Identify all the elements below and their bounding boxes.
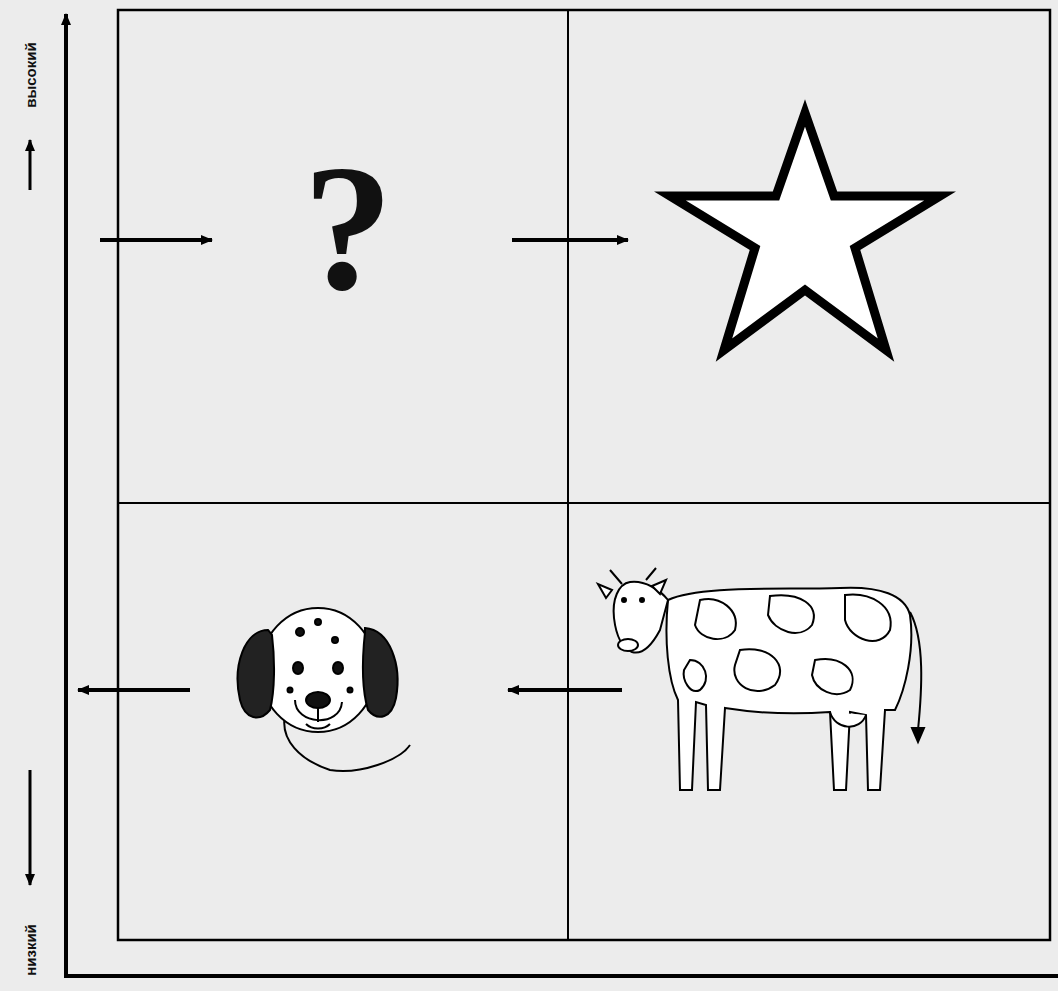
flow-arrow: [100, 238, 212, 242]
flow-arrow: [508, 688, 622, 692]
axis-label-high: высокий: [23, 42, 38, 108]
matrix-frame: [118, 10, 1050, 940]
y-axis: [64, 14, 68, 978]
cow-drawing: [598, 568, 924, 790]
question-mark-symbol: ?: [303, 138, 393, 318]
x-axis: [64, 974, 1058, 978]
down-arrow: [29, 770, 32, 885]
dog-drawing: [238, 608, 410, 771]
axis-label-low: низкий: [23, 924, 38, 976]
up-arrow: [29, 140, 32, 190]
flow-arrow: [78, 688, 190, 692]
star-symbol: [670, 113, 940, 350]
grid-line: [567, 10, 569, 940]
grid-line: [118, 502, 1050, 504]
flow-arrow: [512, 238, 628, 242]
